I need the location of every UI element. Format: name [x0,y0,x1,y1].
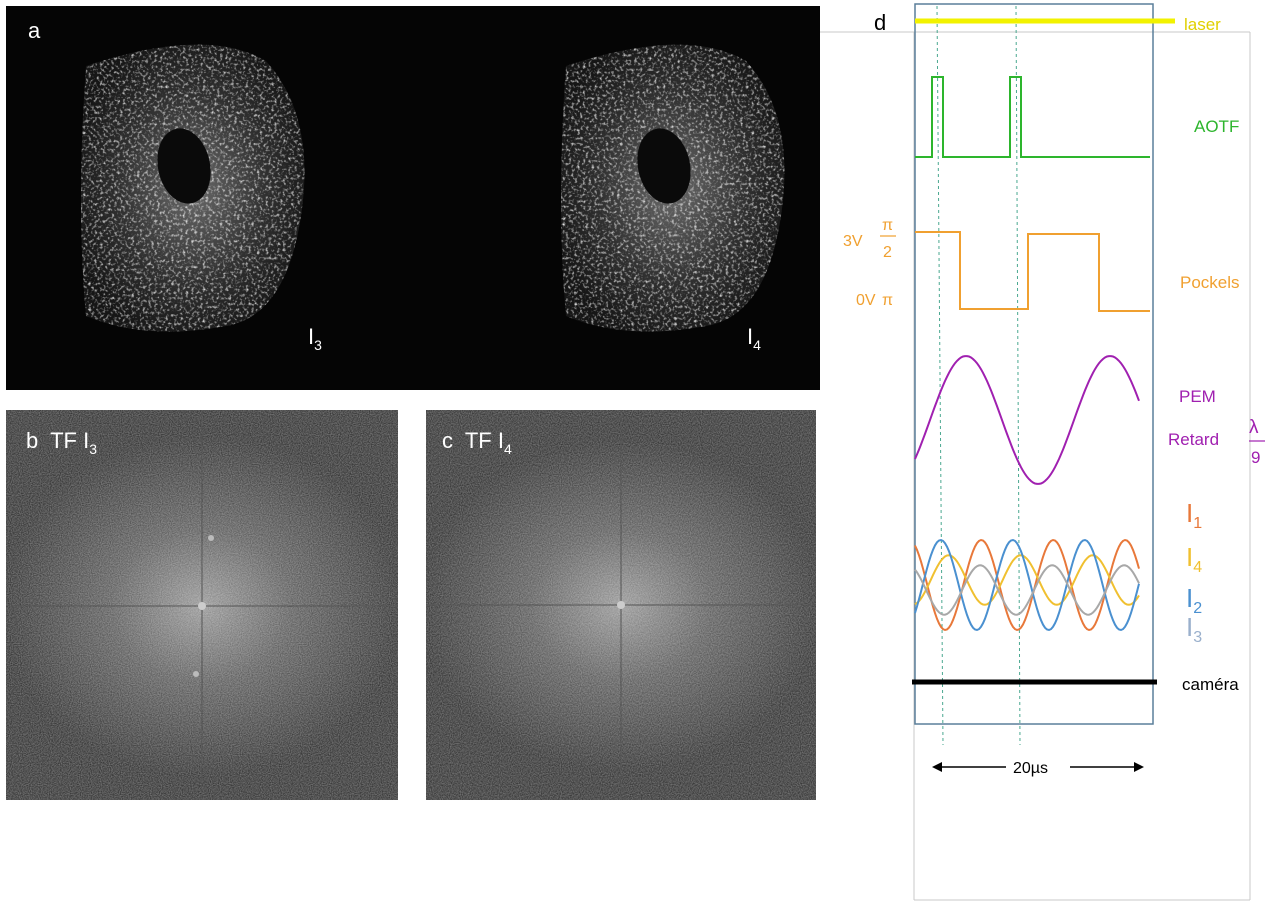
nine-denominator: 9 [1251,448,1260,467]
panel-a-microscopy-images: a I3 I4 [6,6,820,390]
pem-retardance-trace [914,355,1140,485]
intensity-i3-trace [914,564,1140,616]
aotf-label: AOTF [1194,117,1239,136]
ft-center-peak [617,601,625,609]
camera-label: caméra [1182,675,1239,694]
panel-c-title: c TF I4 [442,428,512,457]
voltage-high-label: 3V [843,233,863,250]
pockels-trace [915,231,1150,312]
panel-c-fourier-transform-i4: c TF I4 [421,410,821,800]
panel-a-letter: a [28,18,41,43]
image-label-i3: I3 [308,324,322,353]
i3-label: I3 [1186,612,1202,646]
time-marker-2 [1015,5,1021,746]
voltage-low-label: 0V [856,292,876,309]
panel-b-image-svg [2,410,402,800]
panel-b-fourier-transform-i3: b TF I3 [2,410,402,800]
ft-center-peak [198,602,206,610]
cell-image-i4 [561,44,785,332]
pi-label: π [882,292,893,309]
intensity-i2-trace [914,538,1140,632]
laser-label: laser [1184,15,1221,34]
cell-image-i3 [81,44,305,332]
panel-b-title: b TF I3 [26,428,97,457]
i4-label: I4 [1186,542,1202,576]
panel-c-image-svg [421,410,821,800]
arrowhead-right-icon [1134,762,1144,772]
panel-a-image-svg [81,44,785,332]
ft-peak-lower [193,671,199,677]
signal-box [914,3,1154,725]
intensity-i1-trace [914,538,1140,632]
duration-label: 20µs [1013,760,1048,777]
pi-numerator: π [882,217,893,234]
i1-label: I1 [1186,498,1202,532]
arrowhead-left-icon [932,762,942,772]
lambda-symbol: λ [1249,417,1259,438]
pi-denominator: 2 [883,244,892,261]
panel-d-letter: d [874,10,886,35]
image-label-i4: I4 [747,324,761,353]
i2-label: I2 [1186,583,1202,617]
pem-label: PEM [1179,387,1216,406]
retard-label: Retard [1168,430,1219,449]
aotf-trace [915,76,1150,158]
ft-peak-upper [208,535,214,541]
intensity-i4-trace [914,554,1140,606]
pockels-label: Pockels [1180,273,1240,292]
